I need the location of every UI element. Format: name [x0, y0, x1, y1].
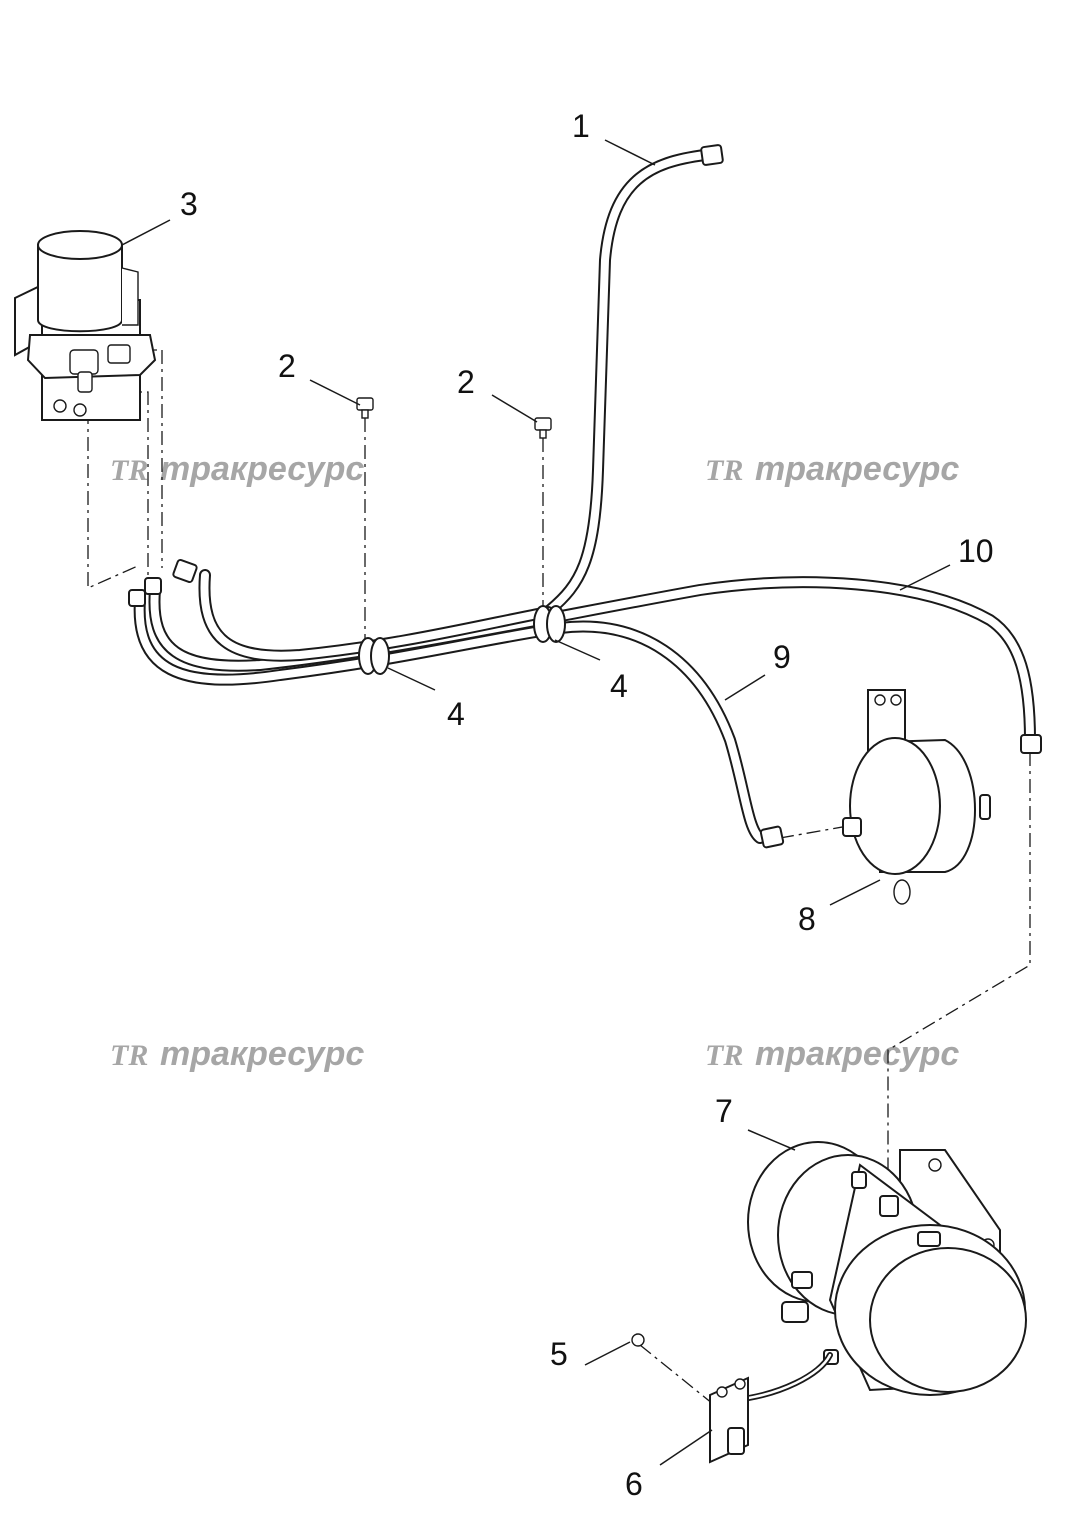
- callout-3: 3: [180, 186, 198, 222]
- clamp-4-left: [358, 637, 390, 675]
- callout-8: 8: [798, 901, 816, 937]
- leader-lines: [121, 139, 951, 1466]
- hose-1: [374, 144, 724, 656]
- watermark-logo: TR: [705, 454, 743, 487]
- callout-4-right: 4: [610, 668, 628, 704]
- watermark-text: тракресурс: [755, 1035, 959, 1073]
- watermark-bottom-left: TR тракресурс: [110, 1035, 364, 1073]
- watermark-logo: TR: [110, 454, 148, 487]
- callout-2-right: 2: [457, 364, 475, 400]
- callout-5: 5: [550, 1336, 568, 1372]
- callout-1: 1: [572, 108, 590, 144]
- watermark-logo: TR: [705, 1039, 743, 1072]
- bolt-2-right: [534, 417, 552, 439]
- watermark-bottom-right: TR тракресурс: [705, 1035, 959, 1073]
- clamp-4-right: [533, 605, 566, 643]
- bolt-5: [631, 1333, 645, 1347]
- callout-2-left: 2: [278, 348, 296, 384]
- air-dryer-3: [14, 230, 157, 421]
- watermark-text: тракресурс: [160, 1035, 364, 1073]
- watermark-top-right: TR тракресурс: [705, 450, 959, 488]
- callout-4-left: 4: [447, 696, 465, 732]
- receiver-7: [747, 1141, 1027, 1396]
- callout-7: 7: [715, 1093, 733, 1129]
- watermark-text: тракресурс: [755, 450, 959, 488]
- tank-8: [842, 689, 991, 905]
- watermark-logo: TR: [110, 1039, 148, 1072]
- watermark-top-left: TR тракресурс: [110, 450, 364, 488]
- callout-9: 9: [773, 639, 791, 675]
- bolt-2-left: [356, 397, 374, 419]
- hose-dryer-outlet: [128, 558, 554, 662]
- callout-10: 10: [958, 533, 994, 569]
- watermark-text: тракресурс: [160, 450, 364, 488]
- drain-valve-6: [709, 1352, 833, 1464]
- callout-6: 6: [625, 1466, 643, 1502]
- hose-10: [148, 576, 1042, 754]
